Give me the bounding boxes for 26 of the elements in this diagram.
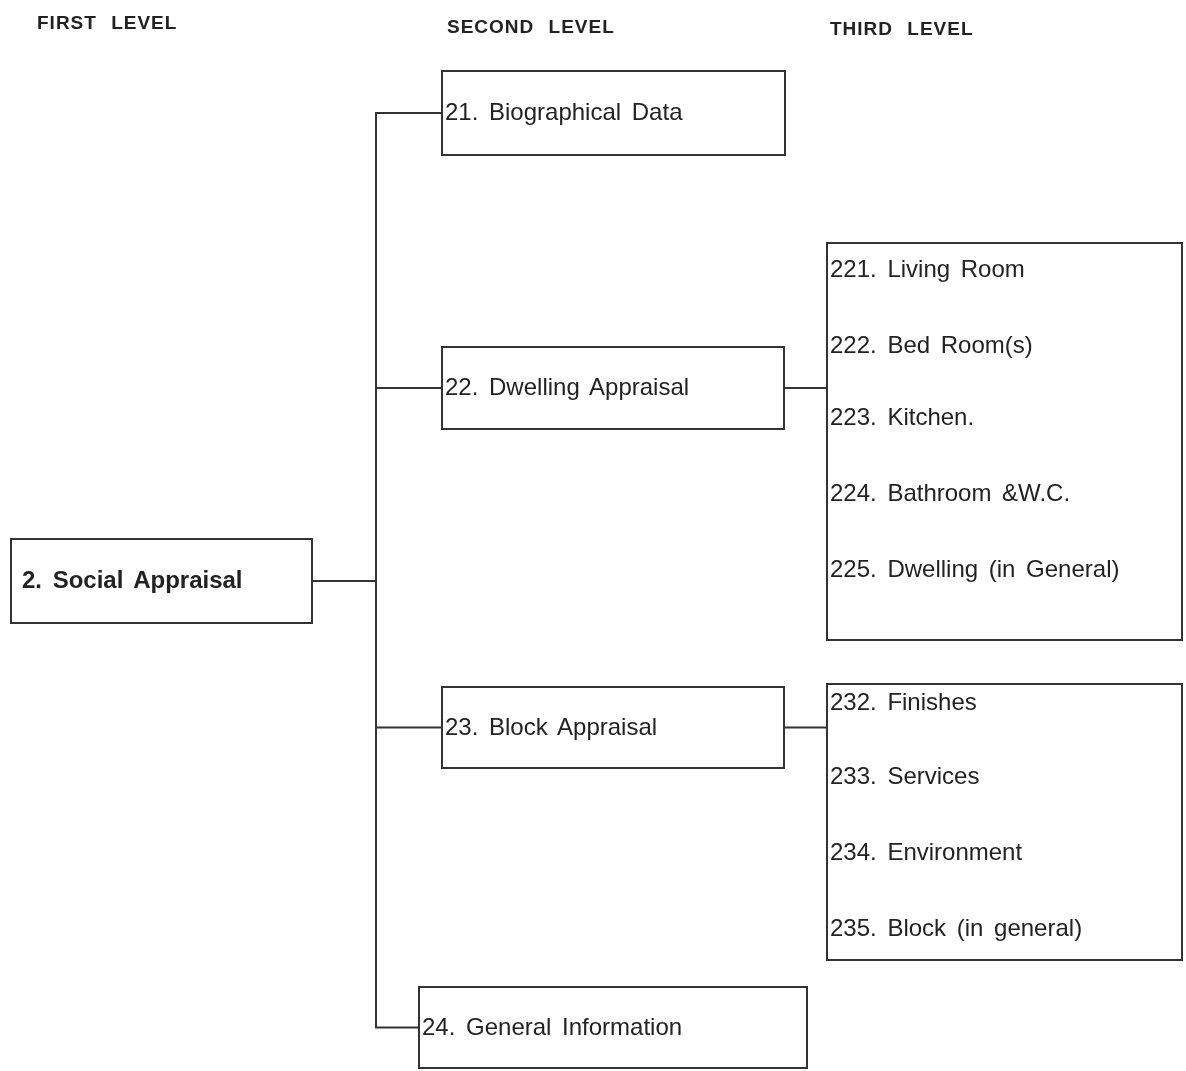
category-box [441, 346, 785, 430]
root-box [10, 538, 313, 624]
box-label: 2. Social Appraisal [22, 564, 244, 595]
list-item: 232. Finishes [830, 687, 978, 717]
list-item: 225. Dwelling (in General) [830, 554, 1121, 584]
level-heading: FIRST LEVEL [37, 12, 178, 34]
connector-line [784, 726, 827, 729]
list-item: 234. Environment [830, 837, 1024, 867]
category-box [441, 686, 785, 769]
list-item: 221. Living Room [830, 254, 1026, 284]
list-item: 222. Bed Room(s) [830, 330, 1034, 360]
box-label: 23. Block Appraisal [445, 711, 659, 742]
level-heading: SECOND LEVEL [447, 16, 615, 38]
category-box [441, 70, 786, 156]
box-label: 24. General Information [422, 1011, 684, 1042]
list-item: 224. Bathroom &W.C. [830, 478, 1072, 508]
category-box [418, 986, 808, 1069]
list-item: 235. Block (in general) [830, 913, 1084, 943]
level-heading: THIRD LEVEL [830, 18, 974, 40]
box-label: 21. Biographical Data [445, 96, 684, 127]
list-item: 233. Services [830, 761, 981, 791]
list-box [826, 683, 1183, 961]
connector-line [784, 387, 827, 389]
list-box [826, 242, 1183, 641]
list-item: 223. Kitchen. [830, 402, 976, 432]
box-label: 22. Dwelling Appraisal [445, 371, 691, 402]
